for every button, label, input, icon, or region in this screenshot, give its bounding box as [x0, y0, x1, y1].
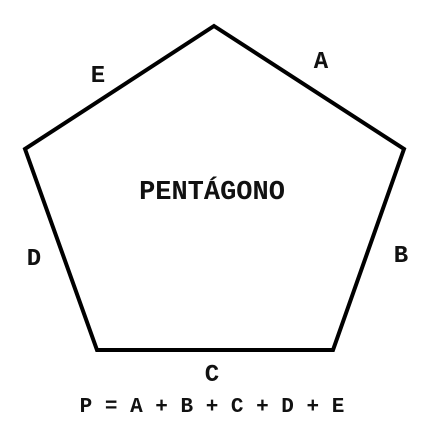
shape-title: PENTÁGONO [139, 176, 285, 208]
pentagon-shape [22, 23, 407, 352]
side-label-e: E [91, 63, 105, 90]
side-label-c: C [205, 362, 219, 389]
side-label-b: B [394, 243, 408, 270]
side-label-d: D [27, 246, 41, 273]
perimeter-formula: P = A + B + C + D + E [80, 396, 345, 419]
side-label-a: A [314, 49, 329, 76]
